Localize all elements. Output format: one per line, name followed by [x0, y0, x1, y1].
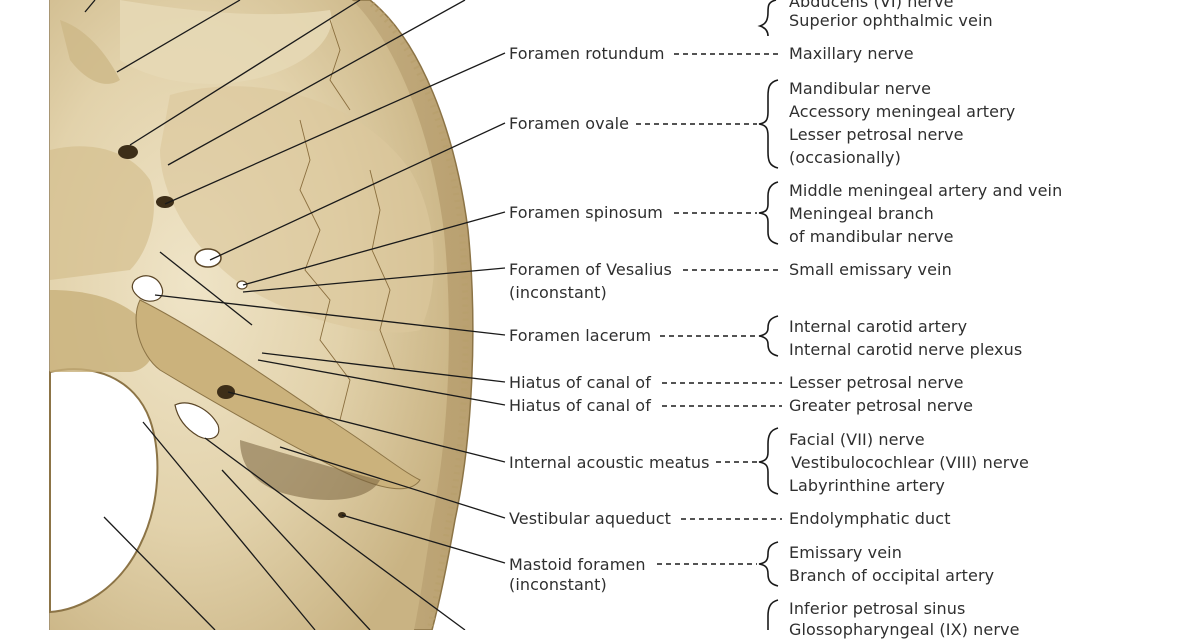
label-vesalius-inconstant: (inconstant)	[509, 283, 607, 302]
sella-region	[50, 146, 154, 280]
orbital-plate	[120, 0, 332, 84]
label-endolymphatic-duct: Endolymphatic duct	[789, 509, 951, 528]
anterior-clinoid	[60, 20, 120, 84]
foramen-vesalius-hole	[236, 280, 248, 290]
label-of-mandibular-nerve: of mandibular nerve	[789, 227, 954, 246]
internal-acoustic-meatus-hole	[217, 385, 235, 399]
suture-line-3	[329, 19, 351, 111]
label-foramen-of-vesalius: Foramen of Vesalius	[509, 260, 672, 279]
label-small-emissary-vein: Small emissary vein	[789, 260, 952, 279]
label-greater-petrosal-nerve: Greater petrosal nerve	[789, 396, 974, 415]
label-superior-ophthalmic-vein: Superior ophthalmic vein	[789, 11, 993, 30]
label-emissary-vein: Emissary vein	[789, 543, 902, 562]
label-maxillary-nerve: Maxillary nerve	[789, 44, 914, 63]
label-mastoid-foramen: Mastoid foramen	[509, 555, 646, 574]
label-foramen-lacerum: Foramen lacerum	[509, 326, 652, 345]
label-foramen-rotundum: Foramen rotundum	[509, 44, 665, 63]
brace-lacerum	[758, 315, 779, 357]
brace-abducens	[757, 0, 777, 37]
brace-mastoid	[758, 541, 779, 587]
label-vestibular-aqueduct: Vestibular aqueduct	[509, 509, 672, 528]
label-mastoid-inconstant: (inconstant)	[509, 575, 607, 594]
label-facial-nerve: Facial (VII) nerve	[789, 430, 925, 449]
label-labyrinthine-artery: Labyrinthine artery	[789, 476, 945, 495]
label-internal-carotid-nerve-plexus: Internal carotid nerve plexus	[789, 340, 1023, 359]
label-accessory-meningeal-artery: Accessory meningeal artery	[789, 102, 1016, 121]
clivus	[50, 290, 154, 372]
label-occasionally: (occasionally)	[789, 148, 901, 167]
label-foramen-spinosum: Foramen spinosum	[509, 203, 663, 222]
brace-spinosum	[758, 181, 779, 245]
jugular-foramen-hole	[174, 402, 220, 440]
foramen-magnum	[49, 368, 159, 614]
label-branch-occipital-artery: Branch of occipital artery	[789, 566, 995, 585]
label-hiatus-lesser: Hiatus of canal of	[509, 373, 651, 392]
foramen-spinosum-hole	[194, 248, 222, 268]
middle-cranial-fossa	[160, 86, 434, 333]
petrous-shadow	[240, 440, 380, 500]
label-foramen-ovale: Foramen ovale	[509, 114, 630, 133]
label-abducens-nerve: Abducens (VI) nerve	[789, 0, 954, 11]
brace-jugular	[767, 599, 779, 630]
label-internal-carotid-artery: Internal carotid artery	[789, 317, 968, 336]
label-vestibulocochlear-nerve: Vestibulocochlear (VIII) nerve	[791, 453, 1029, 472]
label-internal-acoustic-meatus: Internal acoustic meatus	[509, 453, 710, 472]
suture-line	[299, 119, 351, 421]
label-hiatus-greater: Hiatus of canal of	[509, 396, 651, 415]
petrous-ridge	[135, 299, 421, 490]
label-middle-meningeal-artery-vein: Middle meningeal artery and vein	[789, 181, 1063, 200]
page-margin	[0, 0, 50, 630]
suture-line-2	[369, 169, 396, 371]
label-lesser-petrosal-nerve: Lesser petrosal nerve	[789, 373, 964, 392]
foramen-rotundum-hole	[118, 145, 138, 159]
curly-braces	[757, 0, 779, 630]
dashed-connectors	[636, 53, 782, 565]
label-mandibular-nerve: Mandibular nerve	[789, 79, 932, 98]
label-meningeal-branch: Meningeal branch	[789, 204, 934, 223]
brace-ovale	[758, 79, 779, 169]
label-inferior-petrosal-sinus: Inferior petrosal sinus	[789, 599, 966, 618]
brace-acoustic	[758, 427, 779, 495]
foramen-ovale-hole	[156, 196, 174, 208]
label-lesser-petrosal-nerve-ovale: Lesser petrosal nerve	[789, 125, 964, 144]
leader-lines	[84, 0, 506, 630]
